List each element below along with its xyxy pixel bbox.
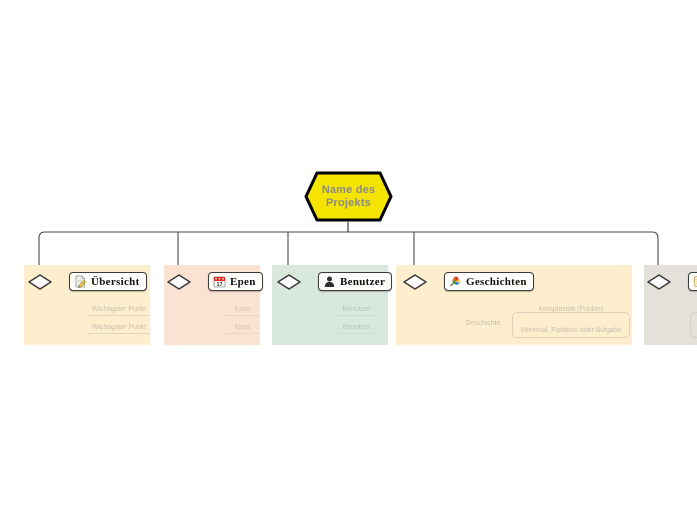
root-node-project[interactable]: Name des Projekts	[304, 171, 393, 222]
person-icon	[323, 275, 336, 288]
subitem-merkmal[interactable]: Merkmal, Funktion oder Aufgabe	[520, 327, 622, 334]
subitem-benutzer-1[interactable]: Benutzer	[335, 306, 378, 316]
subitem-uebersicht-2[interactable]: Wichtigster Punkt	[88, 324, 150, 334]
node-epen-label: Epen	[230, 275, 256, 288]
subitem-epen-2[interactable]: Epos	[225, 324, 260, 334]
note-icon	[693, 275, 697, 288]
node-weitere[interactable]	[688, 272, 697, 291]
node-geschichten[interactable]: Geschichten	[444, 272, 534, 291]
calendar-icon: 17	[213, 275, 226, 288]
subitem-epen-1[interactable]: Epos	[225, 306, 260, 316]
root-node-label: Name des Projekts	[321, 183, 376, 209]
subitem-geschichte[interactable]: Geschichte	[465, 320, 501, 327]
node-geschichten-label: Geschichten	[466, 275, 527, 288]
subitem-komplexitaet[interactable]: Komplexität (Punkte)	[538, 306, 604, 313]
node-uebersicht-label: Übersicht	[91, 275, 140, 288]
nested-group-weitere	[690, 312, 697, 338]
gateway-benutzer[interactable]	[277, 274, 301, 295]
colorful-palette-icon	[449, 275, 462, 288]
node-epen[interactable]: 17 Epen	[208, 272, 263, 291]
subitem-uebersicht-1[interactable]: Wichtigster Punkt	[88, 306, 150, 316]
nested-group-geschichte	[512, 312, 630, 338]
document-pencil-icon	[74, 275, 87, 288]
gateway-epen[interactable]	[167, 274, 191, 295]
gateway-uebersicht[interactable]	[28, 274, 52, 295]
subitem-benutzer-2[interactable]: Benutzer	[335, 324, 378, 334]
node-uebersicht[interactable]: Übersicht	[69, 272, 147, 291]
node-benutzer-label: Benutzer	[340, 275, 386, 288]
gateway-geschichten[interactable]	[403, 274, 427, 295]
svg-text:17: 17	[217, 282, 223, 288]
node-benutzer[interactable]: Benutzer	[318, 272, 393, 291]
gateway-weitere[interactable]	[647, 274, 671, 295]
